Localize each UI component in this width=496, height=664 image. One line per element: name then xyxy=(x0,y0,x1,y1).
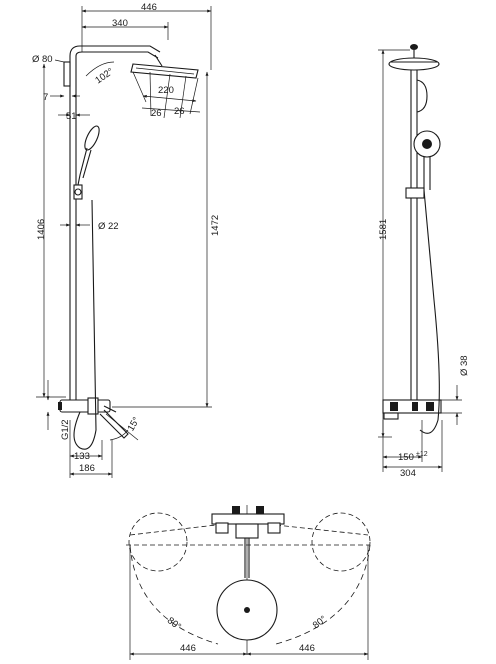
dim-1472-label: 1472 xyxy=(210,215,221,236)
dim-right-446-label: 446 xyxy=(299,643,315,654)
side-view: 1581 Ø 38 150 ±12 304 xyxy=(378,44,470,479)
top-thermostat xyxy=(211,506,285,539)
bath-spout xyxy=(99,409,129,439)
shower-hose xyxy=(73,199,97,450)
slider xyxy=(73,184,83,200)
wall-mount xyxy=(63,61,71,87)
shower-arm xyxy=(69,45,161,62)
dim-186-label: 186 xyxy=(79,463,95,474)
side-hand-shower xyxy=(413,130,441,190)
dim-304-label: 304 xyxy=(400,468,416,479)
dim-g12-label: G1/2 xyxy=(60,419,71,440)
angle-arc-102 xyxy=(85,61,115,77)
side-thermostat xyxy=(382,399,442,420)
dim-220-label: 220 xyxy=(158,85,174,96)
left-swing-arc xyxy=(129,544,219,645)
dimension-line-220 xyxy=(142,94,197,103)
dim-1581-label: 1581 xyxy=(378,219,389,240)
extension-line xyxy=(105,413,139,441)
shower-arm-inner xyxy=(75,51,159,62)
dim-446-label: 446 xyxy=(141,2,157,13)
leader-line xyxy=(54,59,65,63)
extension-line xyxy=(132,71,147,103)
dim-1406-label: 1406 xyxy=(36,219,47,240)
dim-angle-left-label: 80° xyxy=(165,615,183,633)
dim-angle-right-label: 80° xyxy=(311,614,329,632)
dim-22-label: Ø 22 xyxy=(98,221,119,232)
right-arm-dashed xyxy=(275,524,369,536)
dim-340-label: 340 xyxy=(112,18,128,29)
side-wall-mount xyxy=(416,79,428,113)
left-rotation-circle xyxy=(128,512,188,572)
top-shower-center xyxy=(244,607,250,613)
side-hose xyxy=(419,189,440,434)
right-swing-arc xyxy=(275,544,371,645)
dim-133-label: 133 xyxy=(74,451,90,462)
hand-shower xyxy=(77,125,100,186)
dimension-line-26 xyxy=(141,107,201,113)
front-view: 446 340 Ø 80 102° 7 51 xyxy=(32,2,221,478)
dim-80-label: Ø 80 xyxy=(32,54,53,65)
shower-head xyxy=(130,54,199,79)
dim-26-right-label: 26 xyxy=(174,106,185,117)
dim-38-label: Ø 38 xyxy=(459,355,470,376)
right-rotation-circle xyxy=(311,512,371,572)
dim-102-label: 102° xyxy=(93,66,116,86)
dim-15-label: 15° xyxy=(126,415,143,433)
left-arm-dashed xyxy=(129,524,217,536)
top-view: 80° 80° 446 446 xyxy=(126,505,371,660)
dim-tolerance-label: ±12 xyxy=(416,451,428,458)
side-shower-head xyxy=(388,44,440,71)
thermostat-mixer xyxy=(58,397,117,415)
dim-150-label: 150 xyxy=(398,452,414,463)
extension-line xyxy=(189,77,199,115)
dim-left-446-label: 446 xyxy=(180,643,196,654)
dim-7-label: 7 xyxy=(43,92,48,103)
dim-51-label: 51 xyxy=(66,111,77,122)
dim-26-left-label: 26 xyxy=(151,108,162,119)
side-slider xyxy=(405,187,425,199)
extension-line xyxy=(163,73,171,119)
